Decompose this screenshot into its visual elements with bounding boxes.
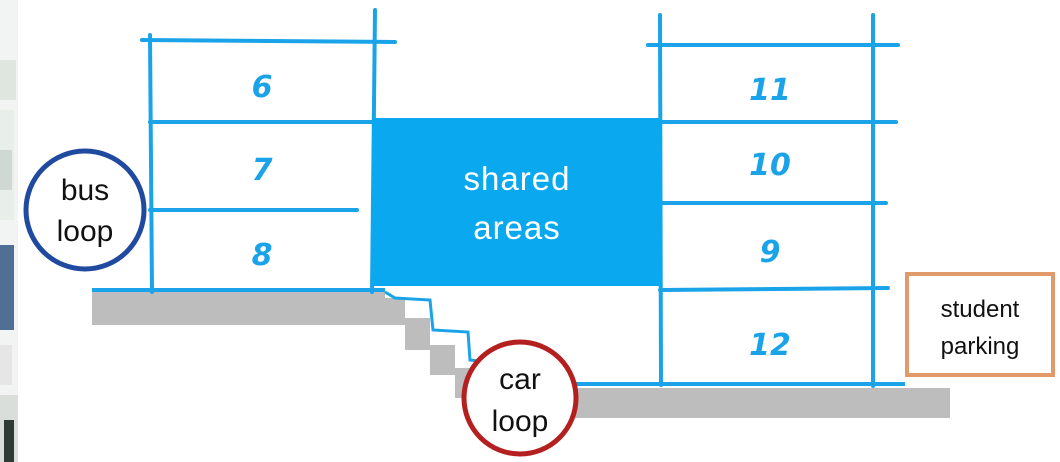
ground-terrain <box>92 288 950 418</box>
bus-loop-label-line2: loop <box>57 215 114 248</box>
student-parking-label-line2: parking <box>941 333 1020 360</box>
right-floor-labels: 11 10 9 12 <box>749 73 791 363</box>
car-loop-label-line2: loop <box>492 405 549 438</box>
floor-label-9: 9 <box>760 235 781 270</box>
floor-label-7: 7 <box>252 153 273 188</box>
car-loop-callout: car loop <box>461 339 579 457</box>
shared-areas-label-line1: shared <box>464 160 571 197</box>
floor-label-10: 10 <box>749 148 791 183</box>
left-floor-labels: 6 7 8 <box>252 70 273 273</box>
bus-loop-label-line1: bus <box>61 174 109 207</box>
bus-loop-callout: bus loop <box>23 148 147 272</box>
student-parking-callout: student parking <box>905 272 1055 377</box>
shared-areas-label-line2: areas <box>473 209 561 246</box>
left-edge-thumbnail-strip <box>0 0 18 462</box>
student-parking-label-line1: student <box>941 296 1020 323</box>
floor-label-6: 6 <box>252 70 273 105</box>
right-building <box>646 13 900 388</box>
floor-label-11: 11 <box>749 73 791 108</box>
shared-areas-block: shared areas <box>372 118 662 286</box>
floor-label-8: 8 <box>252 238 273 273</box>
floor-label-12: 12 <box>749 328 791 363</box>
car-loop-label-line1: car <box>499 363 541 396</box>
